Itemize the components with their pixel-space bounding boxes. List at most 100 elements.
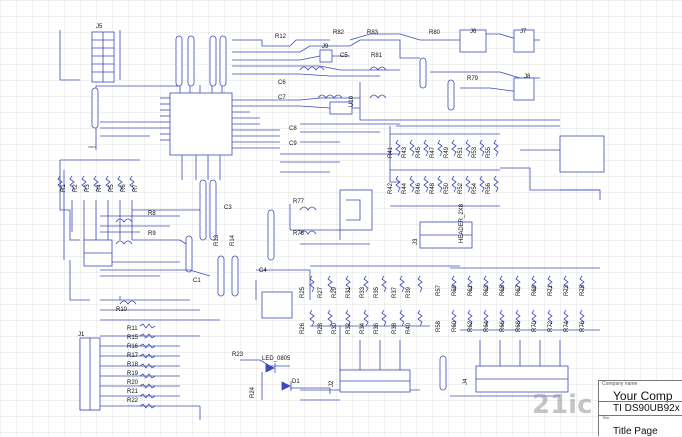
resistor-label: R75 (580, 284, 586, 296)
j4-resistor-bank: R57 R59 R61 R63 R65 R67 R69 R71 R73 R75 … (436, 275, 586, 332)
resistor-label: R25 (300, 286, 306, 298)
resistor-label: R5 (109, 184, 115, 192)
resistor-label: R74 (564, 320, 570, 332)
connector-labels: J5 J6 J7 J8 J9 J1 J2 J3 J4 (78, 24, 531, 387)
connector-j4 (475, 365, 569, 393)
resistor-label: R42 (388, 182, 394, 194)
vdd-label: VDD3 (88, 145, 96, 149)
r14-label: R14 (230, 234, 236, 246)
wiring-left (59, 30, 220, 321)
resistor-label: R35 (374, 286, 380, 298)
resistor-label: R39 (406, 286, 412, 298)
c7-label: C7 (278, 95, 286, 101)
inductors (115, 66, 387, 305)
resistor-label: R32 (346, 322, 352, 334)
resistor-label: R63 (484, 284, 490, 296)
resistor-label: R58 (436, 320, 442, 332)
resistor-label: R3 (85, 184, 91, 192)
r81-label: R81 (371, 53, 383, 59)
resistor-label: R44 (402, 182, 408, 194)
r13-label: R13 (214, 234, 220, 246)
resistor-label: R48 (430, 182, 436, 194)
c8-label: C8 (289, 126, 297, 132)
j9-label: J9 (322, 44, 329, 50)
capacitor-labels: C5 C6 C7 C8 C9 C3 C1 C4 U10 (193, 53, 355, 284)
r24-label: R24 (250, 386, 256, 398)
resistor-label: R40 (406, 322, 412, 334)
resistor-label: R33 (360, 286, 366, 298)
drawing-title: TI DS90UB92x (613, 403, 680, 414)
resistor-label: R4 (97, 184, 103, 192)
j5-label: J5 (96, 24, 103, 30)
resistor-label: R18 (127, 362, 139, 368)
resistor-label: R66 (500, 320, 506, 332)
resistor-label: R59 (452, 284, 458, 296)
main-ic (160, 85, 280, 180)
resistor-label: R76 (580, 320, 586, 332)
resistor-label: R38 (392, 322, 398, 334)
j1-resistor-column: R11 R15 R16 R17 R18 R19 R20 R21 R22 (127, 323, 156, 409)
d1-label: D1 (292, 379, 300, 385)
resistor-label: R73 (564, 284, 570, 296)
led-labels: LED_0805 D1 VDD3 (88, 145, 300, 385)
resistor-label: R53 (472, 146, 478, 158)
c9-label: C9 (289, 141, 297, 147)
resistor-label: R55 (486, 146, 492, 158)
connector-j5 (91, 31, 115, 83)
resistor-label: R69 (532, 284, 538, 296)
r12-label: R12 (275, 34, 287, 40)
r77-label: R77 (293, 199, 305, 205)
resistor-label: R62 (468, 320, 474, 332)
regulator-block (261, 29, 605, 319)
title-block: Company name Your Comp TI DS90UB92x Titl… (598, 380, 682, 437)
resistor-label: R50 (444, 182, 450, 194)
connector-j1 (79, 337, 101, 411)
mid-resistor-labels: R8 R9 R10 R13 R14 R77 R78 R23 R24 (116, 199, 305, 398)
header-label: HEADER_2X8 (459, 203, 465, 243)
j2-resistor-bank: R25 R27 R29 R31 R33 R35 R37 R39 R26 R28 … (300, 275, 423, 334)
r9-label: R9 (148, 231, 156, 237)
j1-label: J1 (78, 332, 85, 338)
resistor-label: R56 (486, 182, 492, 194)
resistor-label: R22 (127, 398, 139, 404)
resistor-label: R51 (458, 146, 464, 158)
left-resistor-row: R1 R2 R3 R4 R5 R6 R7 (57, 175, 139, 192)
top-resistor-labels: R12 R82 R83 R80 R81 R79 (275, 30, 479, 82)
r83-label: R83 (367, 30, 379, 36)
resistor-label: R21 (127, 389, 139, 395)
j3-label: J3 (413, 238, 419, 245)
resistor-label: R47 (430, 146, 436, 158)
resistor-label: R7 (133, 184, 139, 192)
resistor-label: R6 (121, 184, 127, 192)
r10-label: R10 (116, 307, 128, 313)
u10-label: U10 (349, 95, 355, 107)
led-d1-symbol (265, 363, 292, 391)
resistor-label: R16 (127, 344, 139, 350)
connector-j2 (339, 369, 411, 393)
resistor-label: R11 (127, 326, 138, 332)
page-title: Title Page (613, 426, 658, 437)
resistor-label: R34 (360, 322, 366, 334)
c1-label: C1 (193, 278, 201, 284)
resistor-label: R37 (392, 286, 398, 298)
c6-label: C6 (278, 80, 286, 86)
resistor-label: R67 (516, 284, 522, 296)
resistor-label: R65 (500, 284, 506, 296)
resistor-label: R72 (548, 320, 554, 332)
j7-label: J7 (520, 29, 527, 35)
resistor-label: R46 (416, 182, 422, 194)
r80-label: R80 (429, 30, 441, 36)
r82-label: R82 (333, 30, 345, 36)
resistor-label: R1 (61, 184, 67, 192)
r79-label: R79 (467, 76, 479, 82)
company-caption: Company name (602, 381, 638, 387)
resistor-label: R30 (332, 322, 338, 334)
resistor-label: R26 (300, 322, 306, 334)
resistor-label: R60 (452, 320, 458, 332)
resistor-label: R20 (127, 380, 139, 386)
resistor-label: R43 (402, 146, 408, 158)
resistor-label: R68 (516, 320, 522, 332)
resistor-label: R41 (388, 146, 394, 158)
company-name: Your Comp (613, 389, 673, 403)
